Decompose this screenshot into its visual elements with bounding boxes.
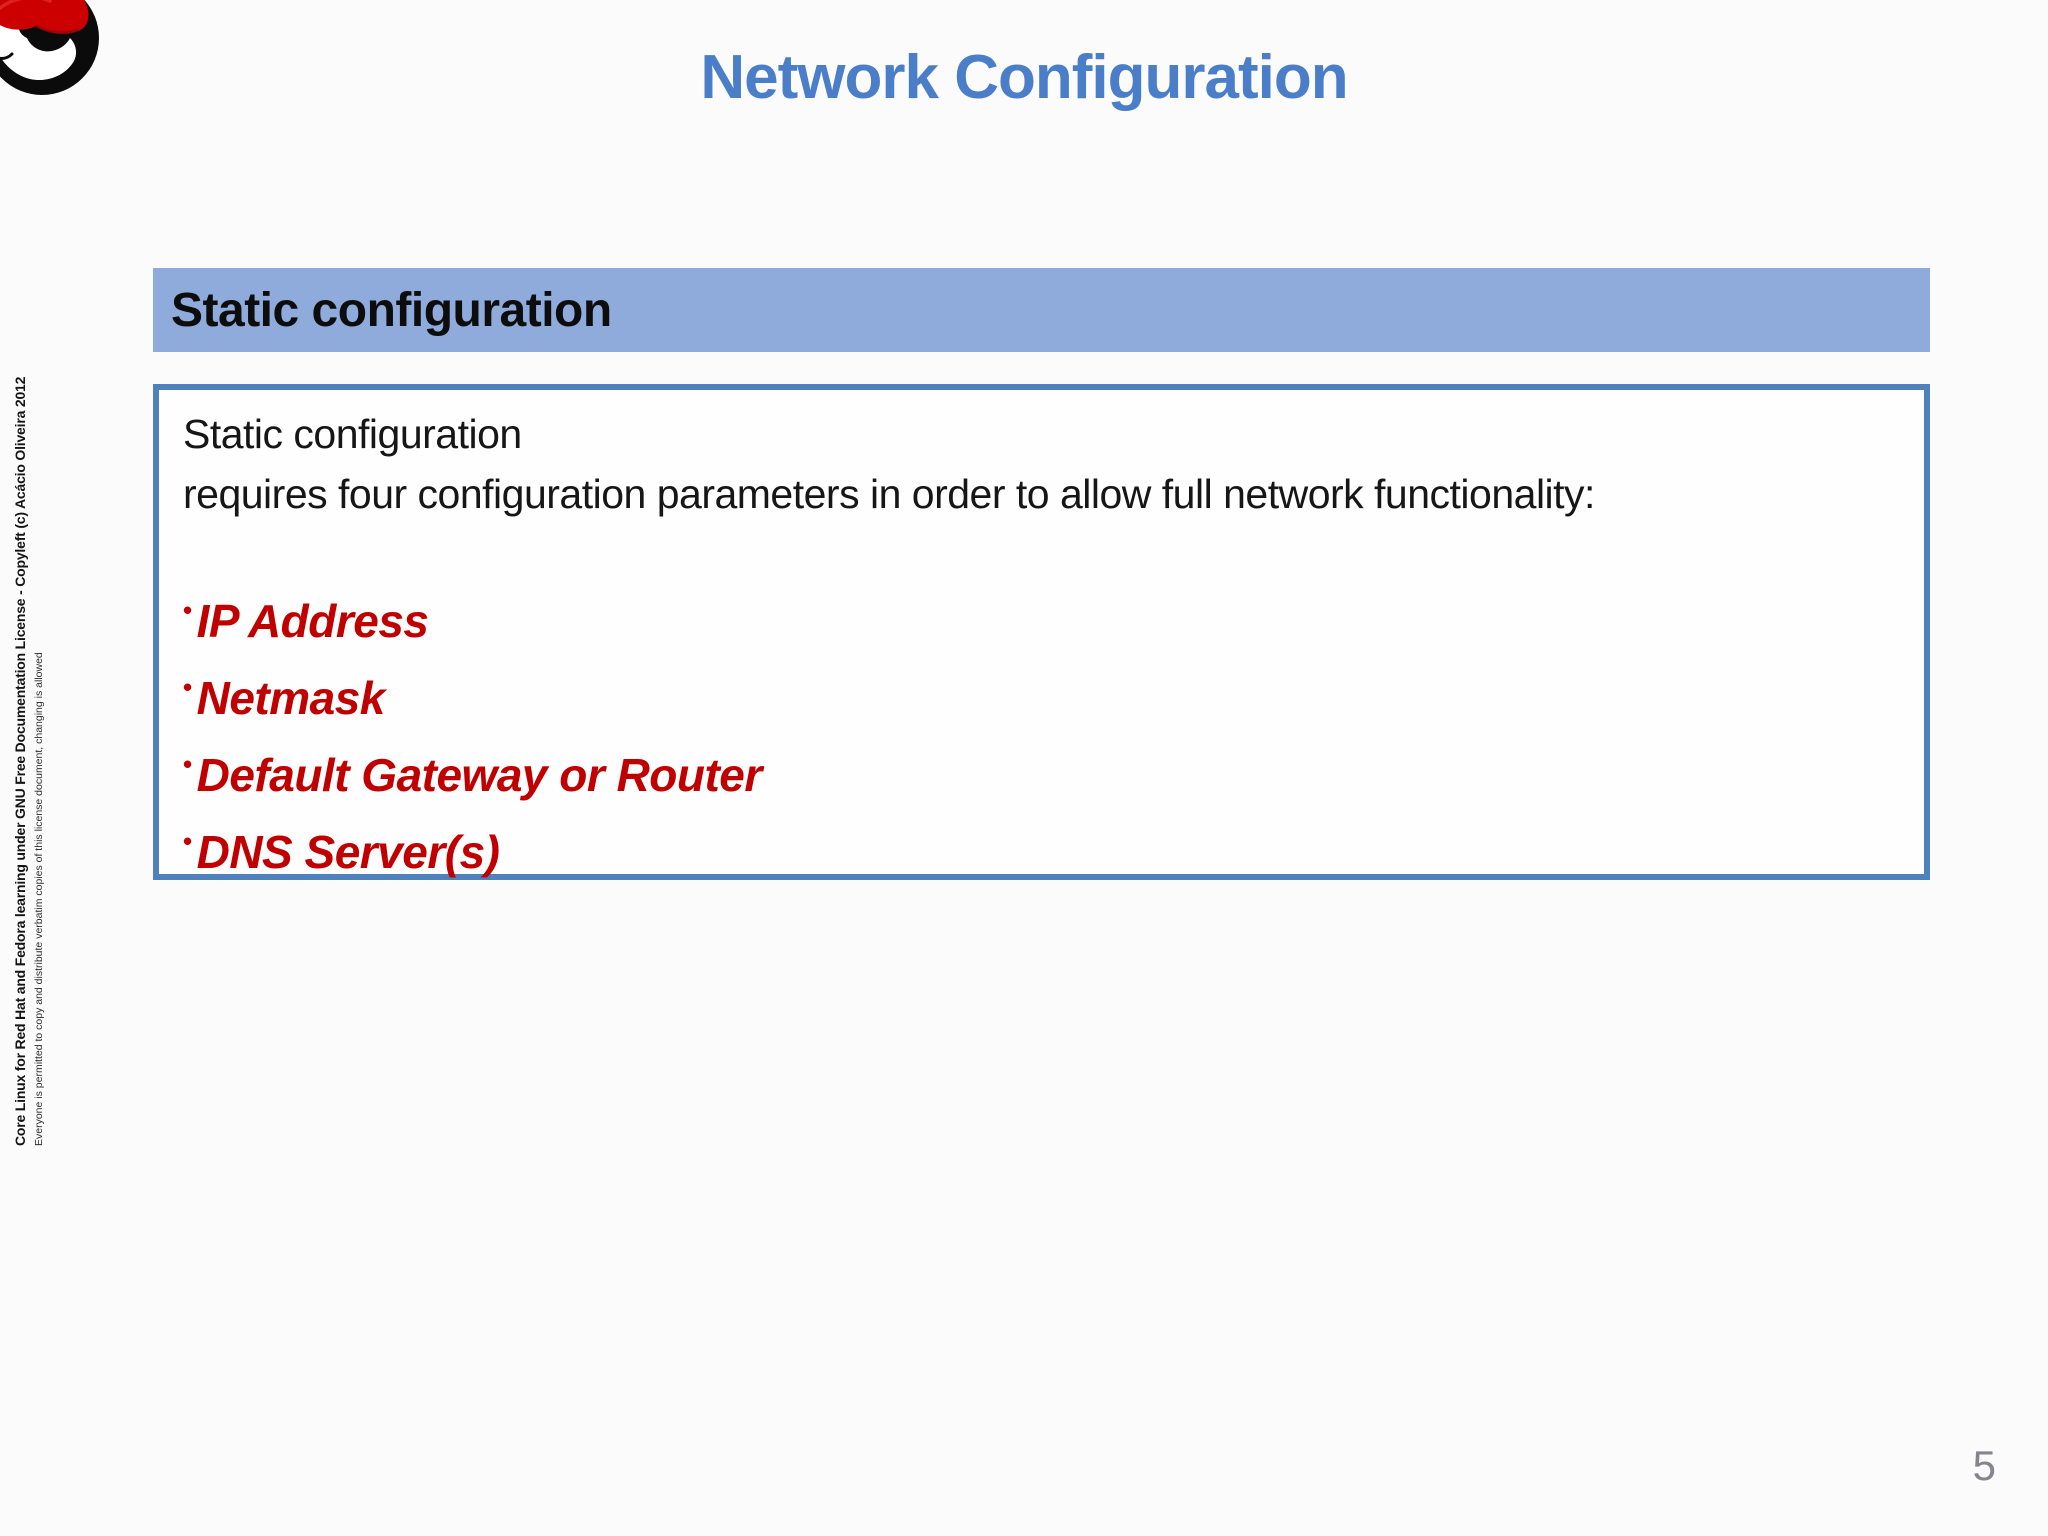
content-box: Static configuration requires four confi… [153, 384, 1930, 880]
section-header-label: Static configuration [171, 283, 612, 337]
license-line-1: Core Linux for Red Hat and Fedora learni… [12, 376, 28, 1146]
bullet-dot-icon: • [183, 671, 192, 702]
section-header-bar: Static configuration [153, 268, 1930, 352]
bullet-item-netmask: • Netmask [183, 659, 1904, 736]
bullet-list: • IP Address • Netmask • Default Gateway… [183, 582, 1904, 890]
slide-title: Network Configuration [700, 43, 1348, 112]
bullet-text: IP Address [196, 594, 429, 647]
bullet-dot-icon: • [183, 825, 192, 856]
bullet-text: DNS Server(s) [196, 825, 500, 878]
body-line-1: Static configuration [183, 411, 522, 457]
bullet-text: Netmask [196, 671, 386, 724]
redhat-logo-icon [0, 0, 102, 96]
license-line-2: Everyone is permitted to copy and distri… [33, 652, 45, 1146]
body-line-2: requires four configuration parameters i… [183, 471, 1595, 517]
bullet-item-ip-address: • IP Address [183, 582, 1904, 659]
bullet-dot-icon: • [183, 594, 192, 625]
page-number: 5 [1972, 1442, 1996, 1489]
bullet-dot-icon: • [183, 748, 192, 779]
license-sidebar: Core Linux for Red Hat and Fedora learni… [12, 377, 45, 1146]
bullet-item-default-gateway: • Default Gateway or Router [183, 736, 1904, 813]
bullet-text: Default Gateway or Router [196, 748, 763, 801]
bullet-item-dns-servers: • DNS Server(s) [183, 813, 1904, 890]
